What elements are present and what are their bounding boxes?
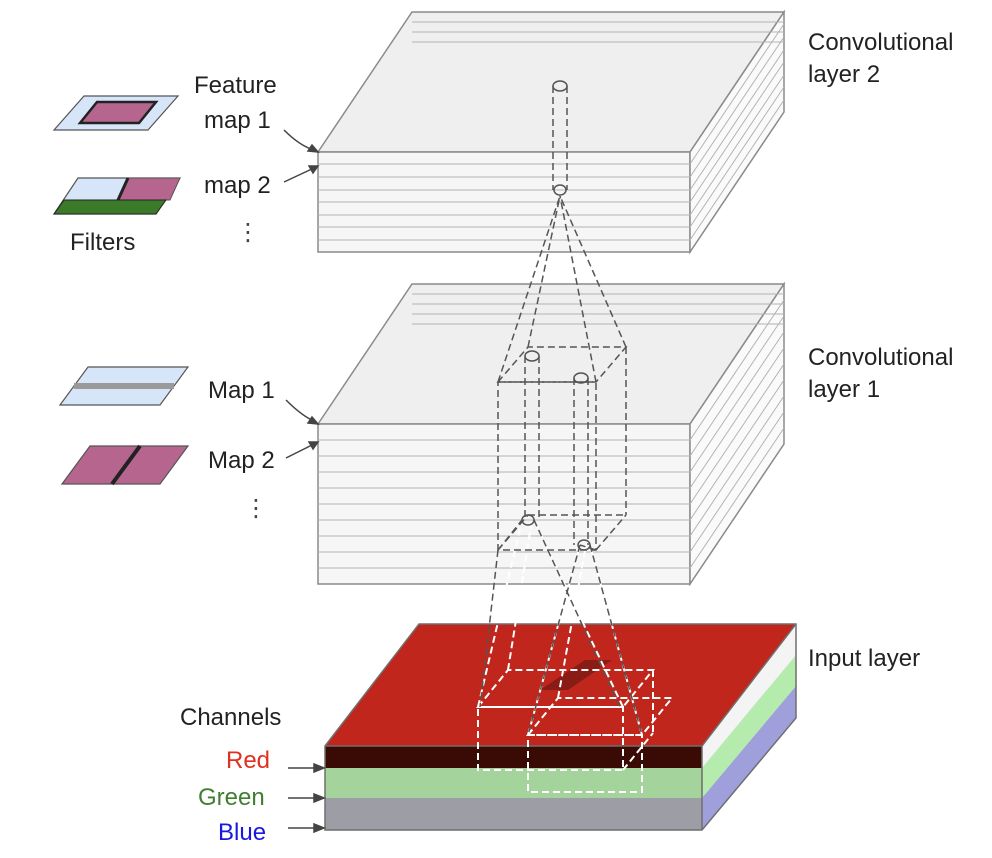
channels-label: Channels <box>180 704 281 731</box>
input-layer-title: Input layer <box>808 645 920 672</box>
conv-layer-2-box <box>316 9 786 255</box>
map-2-filter-icon <box>60 444 190 486</box>
green-channel-front <box>325 768 702 798</box>
map-1-filter-icon <box>58 366 190 406</box>
input-layer-box <box>324 623 797 831</box>
feature-map-2-label: map 2 <box>204 172 271 199</box>
green-channel-label: Green <box>198 784 265 811</box>
map-1-label: Map 1 <box>208 377 275 404</box>
maps-ellipsis: ⋮ <box>244 495 268 522</box>
conv-layer-1-box <box>316 281 786 587</box>
feature-map-1-filter-icon <box>52 95 180 131</box>
conv-layer-2-title-line2: layer 2 <box>808 61 880 88</box>
blue-channel-front <box>325 798 702 830</box>
red-channel-label: Red <box>226 747 270 774</box>
feature-maps-ellipsis: ⋮ <box>236 219 260 246</box>
conv-layer-1-title-line1: Convolutional <box>808 344 953 371</box>
receptive-field-connections-gray <box>479 80 643 736</box>
receptive-field-connections <box>475 519 675 793</box>
feature-label: Feature <box>194 72 277 99</box>
label-arrows <box>283 129 327 834</box>
filters-label: Filters <box>70 229 135 256</box>
red-channel-front <box>325 746 702 768</box>
feature-map-2-filter-icon <box>52 177 182 215</box>
feature-map-1-label: map 1 <box>204 107 271 134</box>
conv-layer-2-title-line1: Convolutional <box>808 29 953 56</box>
blue-channel-label: Blue <box>218 819 266 846</box>
conv-layer-1-title-line2: layer 1 <box>808 376 880 403</box>
map-2-label: Map 2 <box>208 447 275 474</box>
